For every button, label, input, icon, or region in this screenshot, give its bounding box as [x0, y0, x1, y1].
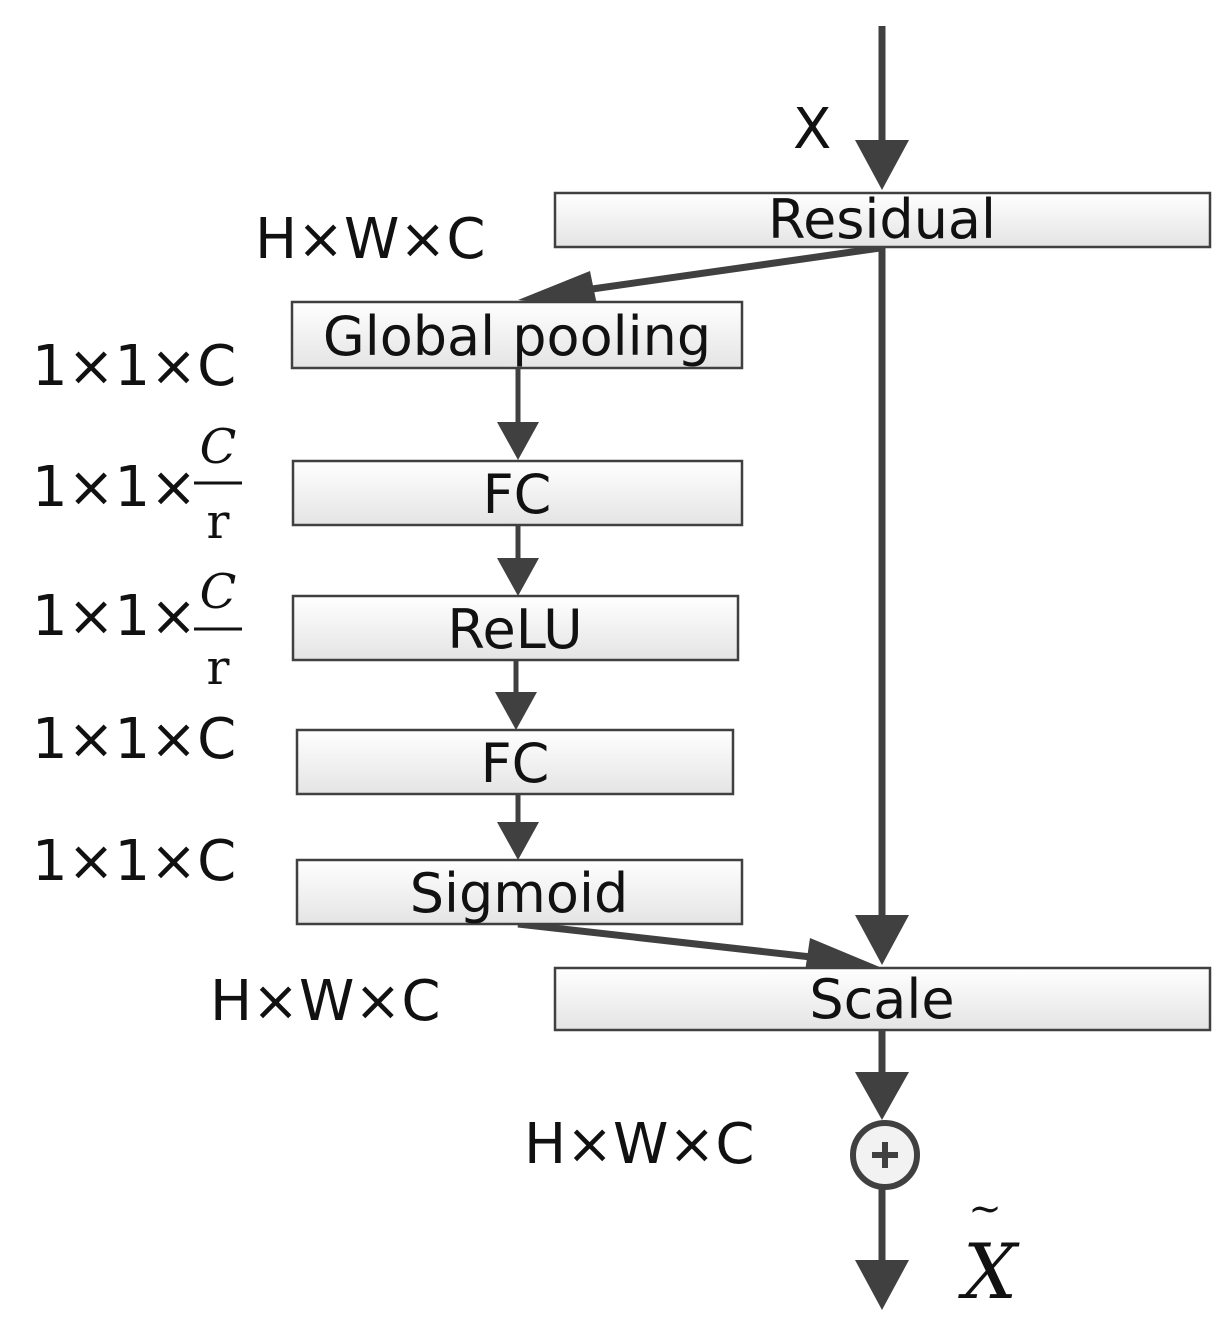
fc1-label: FC	[483, 463, 552, 526]
residual-to-pooling-arrow	[518, 244, 881, 310]
input-label: X	[793, 97, 831, 162]
relu-label: ReLU	[447, 598, 582, 661]
dim-fc1-out: 1×1× C r	[32, 419, 242, 550]
fraction-numerator: C	[200, 564, 237, 620]
sigmoid-box: Sigmoid	[295, 858, 744, 926]
input-arrow	[855, 26, 909, 190]
output-x: X	[958, 1227, 1020, 1316]
dim-scale-in: H×W×C	[210, 969, 440, 1034]
dim-residual-out: H×W×C	[255, 207, 485, 272]
svg-text:1×1×: 1×1×	[32, 584, 197, 649]
scale-label: Scale	[809, 968, 954, 1031]
scale-box: Scale	[553, 966, 1212, 1032]
scale-to-sum-arrow	[855, 1030, 909, 1120]
dim-sum-in: H×W×C	[524, 1112, 754, 1177]
output-tilde: ~	[968, 1186, 1002, 1232]
fc-to-sigmoid-arrow	[497, 794, 539, 860]
dim-fc2-out: 1×1×C	[32, 707, 236, 772]
fraction-numerator: C	[200, 419, 237, 475]
fraction-denominator: r	[207, 640, 230, 696]
fraction-denominator: r	[207, 494, 230, 550]
fc-to-relu-arrow	[497, 525, 539, 596]
dim-pooling-out: 1×1×C	[32, 334, 236, 399]
residual-label: Residual	[768, 188, 996, 251]
pooling-to-fc-arrow	[497, 368, 539, 460]
sigmoid-label: Sigmoid	[410, 862, 628, 925]
output-arrow	[855, 1185, 909, 1310]
output-label: ~ X	[958, 1186, 1020, 1316]
global-pooling-label: Global pooling	[323, 305, 711, 368]
skip-connection-arrow	[855, 248, 909, 965]
global-pooling-box: Global pooling	[290, 300, 744, 370]
dim-relu-out: 1×1× C r	[32, 564, 242, 696]
svg-text:1×1×: 1×1×	[32, 455, 197, 520]
dim-sigmoid-out: 1×1×C	[32, 829, 236, 894]
fc1-box: FC	[291, 459, 744, 527]
residual-box: Residual	[553, 188, 1212, 251]
fc2-box: FC	[295, 728, 735, 796]
relu-to-fc-arrow	[495, 660, 537, 730]
relu-box: ReLU	[291, 594, 740, 662]
fc2-label: FC	[481, 732, 550, 795]
elementwise-sum-node	[850, 1120, 920, 1190]
